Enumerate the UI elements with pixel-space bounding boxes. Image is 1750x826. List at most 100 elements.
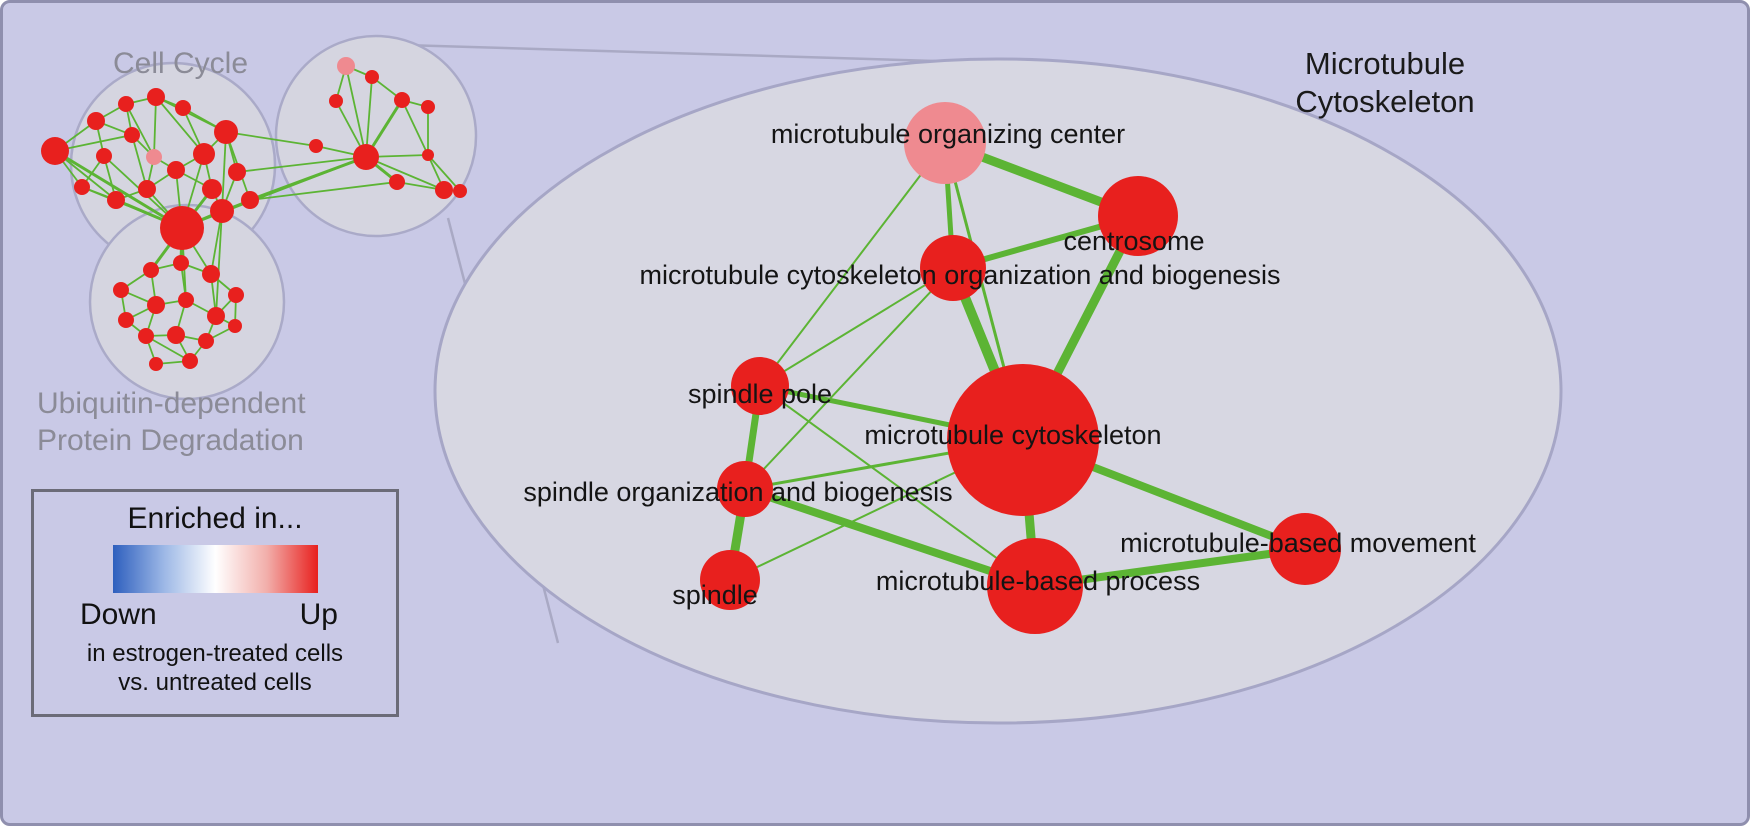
mini-edge xyxy=(145,335,191,362)
mini-edge xyxy=(221,131,227,212)
mini-node xyxy=(41,137,69,165)
mini-node xyxy=(160,206,204,250)
main-node-label-mt_org: microtubule cytoskeleton organization an… xyxy=(640,260,1281,290)
mini-node xyxy=(167,326,185,344)
main-node-label-spindle_pole: spindle pole xyxy=(688,379,832,409)
main-node-mt_movement xyxy=(1269,513,1341,585)
mini-node xyxy=(118,96,134,112)
legend-subtitle-line2: vs. untreated cells xyxy=(118,669,312,696)
mini-edge xyxy=(155,96,205,155)
mini-node xyxy=(202,265,220,283)
mini-node xyxy=(147,88,165,106)
mini-node xyxy=(143,262,159,278)
main-node-spindle xyxy=(700,550,760,610)
mini-edge xyxy=(215,210,223,317)
main-edge-mt_org-spindle_pole xyxy=(759,267,954,387)
cluster-label-cell-cycle: Cell Cycle xyxy=(113,47,249,80)
mini-edge xyxy=(153,96,157,158)
mini-node xyxy=(389,174,405,190)
mini-edge xyxy=(427,154,461,192)
main-node-label-mt_cyto: microtubule cytoskeleton xyxy=(864,420,1161,450)
main-node-label-centrosome: centrosome xyxy=(1063,226,1204,256)
mini-edge xyxy=(249,181,398,201)
mini-node xyxy=(178,292,194,308)
main-node-centrosome xyxy=(1098,176,1178,256)
main-node-spindle_pole xyxy=(731,357,789,415)
main-node-label-mt_movement: microtubule-based movement xyxy=(1120,528,1476,558)
mini-node xyxy=(118,312,134,328)
mini-node xyxy=(435,181,453,199)
mini-node xyxy=(228,287,244,303)
mini-edge xyxy=(54,149,183,230)
mini-node xyxy=(365,70,379,84)
mini-node xyxy=(87,112,105,130)
mini-edge xyxy=(125,103,155,158)
mini-node xyxy=(394,92,410,108)
mini-edge xyxy=(365,76,373,158)
mini-node xyxy=(147,296,165,314)
mini-node xyxy=(124,127,140,143)
mini-node xyxy=(422,149,434,161)
mini-node xyxy=(173,255,189,271)
main-node-label-moc: microtubule organizing center xyxy=(771,119,1125,149)
mini-node xyxy=(198,333,214,349)
main-edge-mt_org-spindle_org xyxy=(744,267,954,490)
mini-node xyxy=(309,139,323,153)
main-node-moc xyxy=(904,102,986,184)
mini-edge xyxy=(365,156,445,191)
main-node-mt_process xyxy=(987,538,1083,634)
mini-node xyxy=(146,149,162,165)
network-svg: microtubule organizing center centrosome m… xyxy=(41,34,1563,725)
ubiquitin-label-line2: Protein Degradation xyxy=(37,424,304,457)
mini-node xyxy=(228,319,242,333)
microtubule-title-line1: Microtubule xyxy=(1304,46,1466,81)
mini-node xyxy=(329,94,343,108)
main-node-spindle_org xyxy=(717,461,773,517)
mini-node xyxy=(421,100,435,114)
mini-node xyxy=(113,282,129,298)
mini-node xyxy=(214,120,238,144)
mini-edge xyxy=(401,99,429,156)
mini-node xyxy=(96,148,112,164)
main-node-label-spindle_org: spindle organization and biogenesis xyxy=(523,477,952,507)
mini-node xyxy=(167,161,185,179)
mini-node xyxy=(138,180,156,198)
mini-node xyxy=(241,191,259,209)
main-edge-spindle_org-mt_process xyxy=(741,485,1039,590)
mini-node xyxy=(193,143,215,165)
microtubule-title-line2: Cytoskeleton xyxy=(1295,84,1475,119)
cluster-title-microtubule-cytoskeleton: Microtubule Cytoskeleton xyxy=(1265,45,1505,121)
mini-node xyxy=(74,179,90,195)
main-node-label-mt_process: microtubule-based process xyxy=(876,566,1200,596)
legend-subtitle-line1: in estrogen-treated cells xyxy=(86,640,344,667)
mini-node xyxy=(228,163,246,181)
mini-edge xyxy=(345,65,367,158)
legend-updown-row: Down Up xyxy=(34,598,396,632)
main-edge-spindle_pole-mt_process xyxy=(759,385,1036,587)
legend-gradient-bar xyxy=(112,545,318,593)
zoom-callout-line xyxy=(402,43,1004,65)
mini-node xyxy=(207,307,225,325)
mini-node xyxy=(337,57,355,75)
mini-edge xyxy=(131,134,148,190)
mini-edge xyxy=(236,156,367,173)
mini-cluster-circle-microtubule xyxy=(274,34,478,238)
legend-down-label: Down xyxy=(80,598,157,631)
mini-node xyxy=(149,357,163,371)
main-edge-moc-spindle_pole xyxy=(759,142,946,387)
mini-node xyxy=(138,328,154,344)
ubiquitin-label-line1: Ubiquitin-dependent xyxy=(37,387,306,420)
main-node-label-spindle: spindle xyxy=(672,580,758,610)
mini-node xyxy=(353,144,379,170)
legend-title: Enriched in... xyxy=(127,502,303,535)
mini-node xyxy=(202,179,222,199)
legend-up-label: Up xyxy=(299,598,338,631)
mini-node xyxy=(107,191,125,209)
cluster-label-ubiquitin: Ubiquitin-dependent Protein Degradation xyxy=(37,385,306,459)
main-node-mt_org xyxy=(920,235,986,301)
mini-node xyxy=(182,353,198,369)
legend-box: Enriched in... Down Up in estrogen-treat… xyxy=(31,489,399,717)
mini-node xyxy=(175,100,191,116)
main-node-mt_cyto xyxy=(947,364,1099,516)
